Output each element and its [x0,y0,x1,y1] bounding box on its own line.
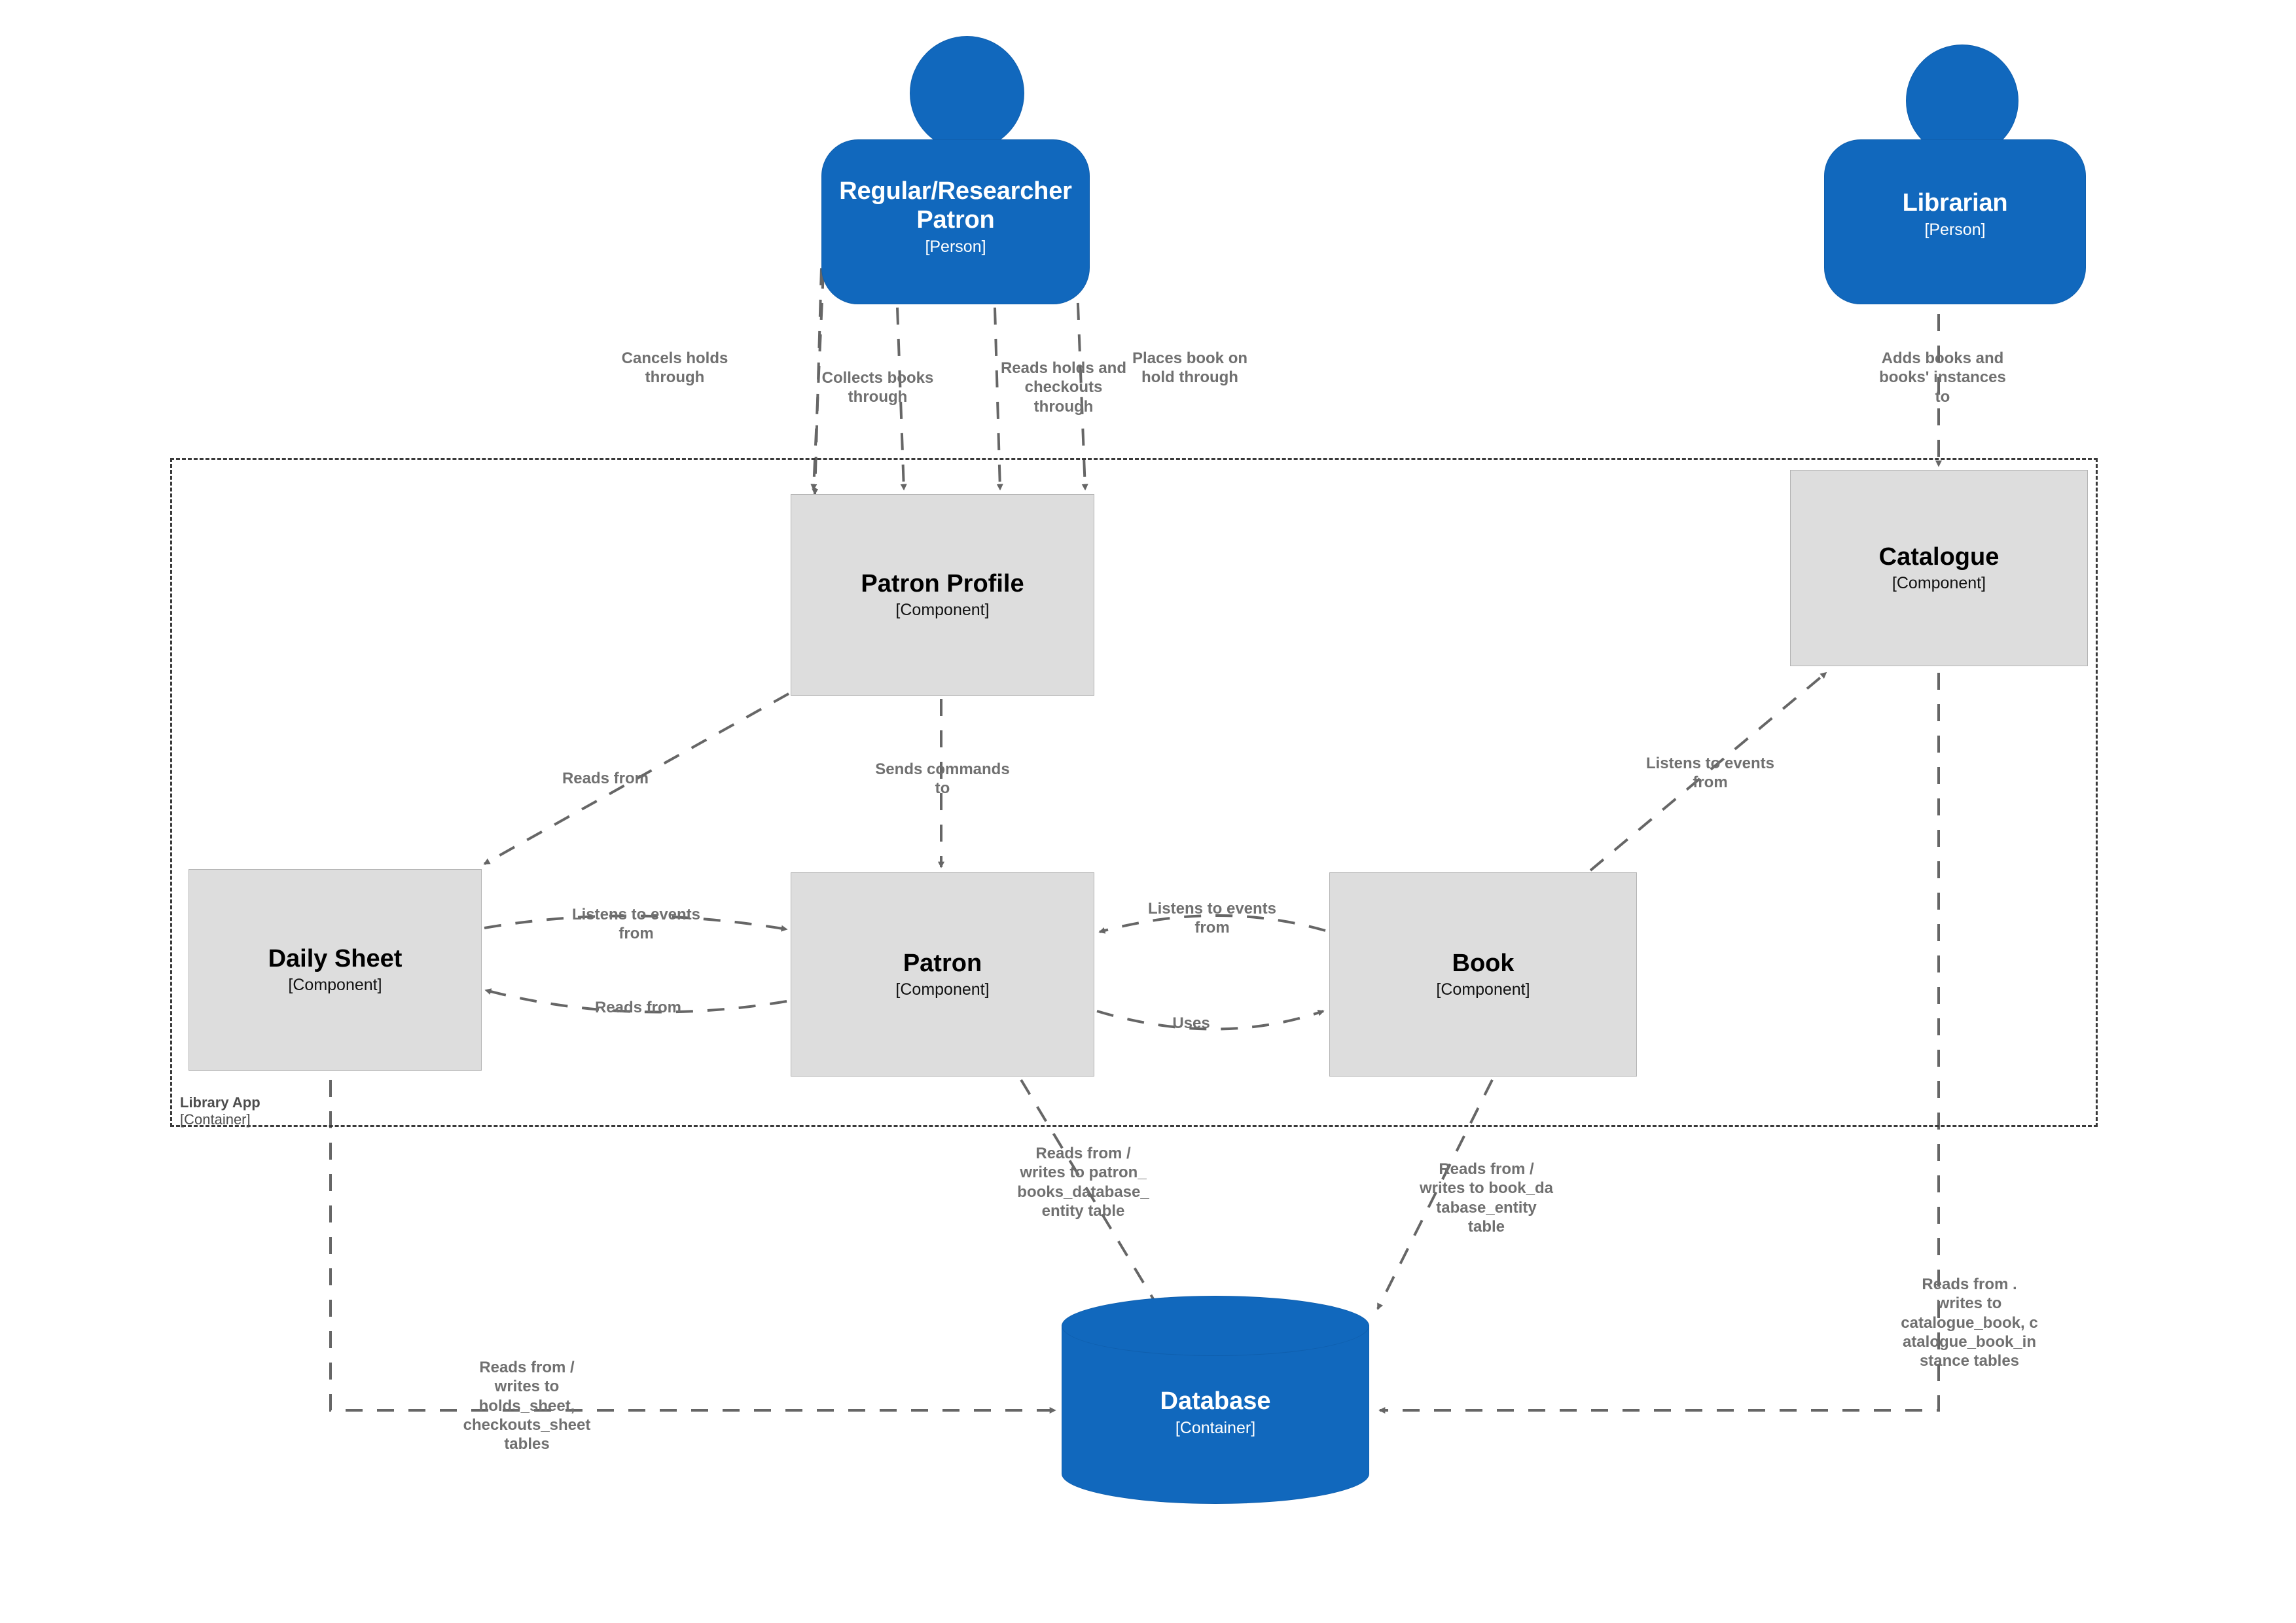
container-database[interactable]: Database [Container] [1062,1296,1369,1504]
library-app-boundary-label: Library App [Container] [180,1094,455,1128]
edge-label-sheet-listens: Listens to events from [571,906,701,943]
edge-label-adds-books: Adds books and books' instances to [1879,349,2006,406]
component-book[interactable]: Book [Component] [1329,872,1637,1077]
database-name: Database [1160,1387,1271,1415]
edge-label-places-hold: Places book on hold through [1132,349,1248,387]
boundary-type: [Container] [180,1111,251,1128]
database-type: [Container] [1175,1418,1256,1437]
edge-label-sheet-database: Reads from / writes to holds_sheet, chec… [463,1359,591,1454]
edge-label-collects-books: Collects books through [821,369,934,406]
edge-label-catalogue-database: Reads from . writes to catalogue_book, c… [1901,1275,2038,1370]
person-body: Regular/Researcher Patron [Person] [821,139,1090,304]
person-name-line2: Patron [916,206,995,234]
edge-label-patron-listens-book: Listens to events from [1147,900,1277,937]
edge-label-catalogue-listens-book: Listens to events from [1645,755,1775,792]
component-type: [Component] [288,976,382,995]
person-type: [Person] [1924,221,1986,240]
person-librarian[interactable]: Librarian [Person] [1824,45,2086,306]
person-type: [Person] [925,238,986,257]
component-name: Daily Sheet [268,944,403,972]
component-type: [Component] [895,601,990,620]
component-type: [Component] [1892,574,1986,593]
component-patron[interactable]: Patron [Component] [791,872,1094,1077]
edge-label-patron-uses-book: Uses [1172,1014,1210,1032]
edge-label-patron-database: Reads from / writes to patron_ books_dat… [1017,1145,1149,1220]
person-head-icon [910,36,1024,151]
component-name: Patron Profile [861,569,1024,597]
database-cylinder-top [1062,1296,1369,1356]
boundary-name: Library App [180,1094,260,1111]
edge-label-cancels-holds: Cancels holds through [621,349,728,387]
library-app-boundary [170,458,2098,1127]
component-catalogue[interactable]: Catalogue [Component] [1790,470,2088,666]
edge-label-profile-reads-sheet: Reads from [562,770,649,787]
database-label: Database [Container] [1062,1387,1369,1438]
person-name: Regular/Researcher Patron [839,177,1072,234]
component-name: Catalogue [1878,543,2000,571]
component-type: [Component] [895,980,990,999]
component-name: Patron [903,949,982,977]
component-name: Book [1452,949,1515,977]
edge-label-book-database: Reads from / writes to book_da tabase_en… [1419,1160,1554,1236]
person-name-line1: Regular/Researcher [839,177,1072,205]
edge-label-profile-sends-commands: Sends commands to [875,760,1010,798]
component-daily-sheet[interactable]: Daily Sheet [Component] [188,869,482,1071]
component-patron-profile[interactable]: Patron Profile [Component] [791,494,1094,696]
person-body: Librarian [Person] [1824,139,2086,304]
person-regular-researcher-patron[interactable]: Regular/Researcher Patron [Person] [821,36,1090,304]
person-name: Librarian [1902,189,2008,217]
edge-label-reads-holds: Reads holds and checkouts through [1000,359,1127,416]
component-type: [Component] [1436,980,1530,999]
edge-label-patron-reads-sheet: Reads from [594,999,682,1016]
